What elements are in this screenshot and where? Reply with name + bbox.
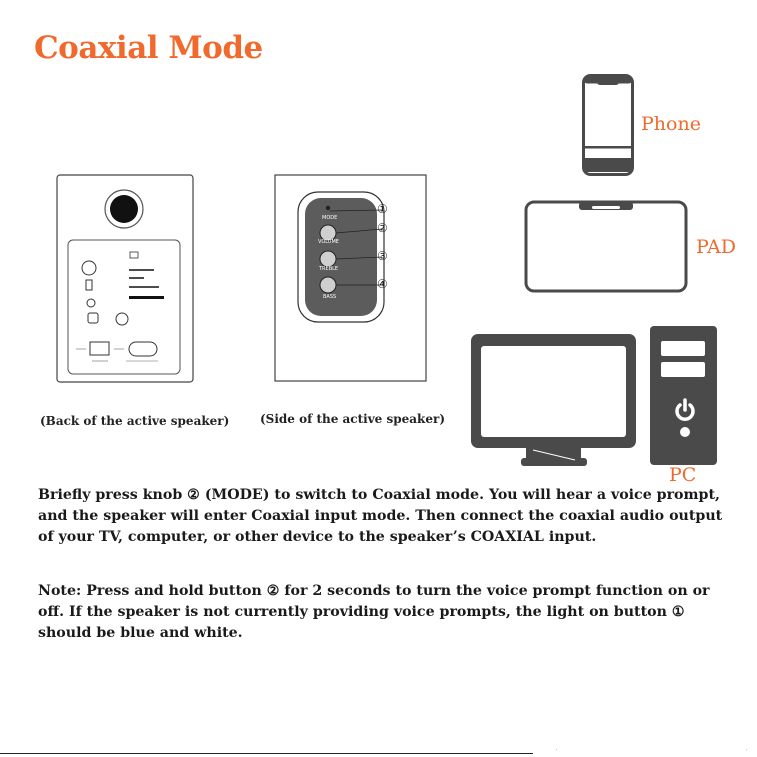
page-edge-marks-right: ˙ (745, 749, 748, 756)
callout-1: ① (377, 202, 388, 216)
instruction-paragraph: Briefly press knob ② (MODE) to switch to… (38, 487, 723, 545)
pc-tower-icon (650, 326, 717, 465)
caption-back-of-speaker: (Back of the active speaker) (40, 414, 230, 428)
page-edge-marks: ˙ (555, 749, 558, 756)
monitor-icon (471, 334, 636, 466)
callout-2: ② (377, 221, 388, 235)
tablet-icon (524, 200, 688, 293)
phone-icon (582, 74, 634, 176)
caption-side-of-speaker: (Side of the active speaker) (260, 412, 446, 426)
knob-label-bass: BASS (323, 294, 337, 300)
bottom-divider (0, 753, 533, 754)
knob-label-mode: MODE (322, 215, 338, 221)
page-title: Coaxial Mode (34, 30, 263, 66)
callout-4: ④ (377, 277, 388, 291)
knob-label-treble: TREBLE (319, 266, 339, 272)
speaker-back-illustration (56, 174, 194, 383)
knob-label-volume: VOLUME (318, 239, 339, 245)
callout-3: ③ (377, 249, 388, 263)
pad-label: PAD (696, 236, 736, 258)
pc-label: PC (669, 464, 697, 486)
speaker-side-illustration (274, 174, 427, 382)
note-paragraph: Note: Press and hold button ② for 2 seco… (38, 583, 710, 641)
phone-label: Phone (641, 113, 701, 135)
